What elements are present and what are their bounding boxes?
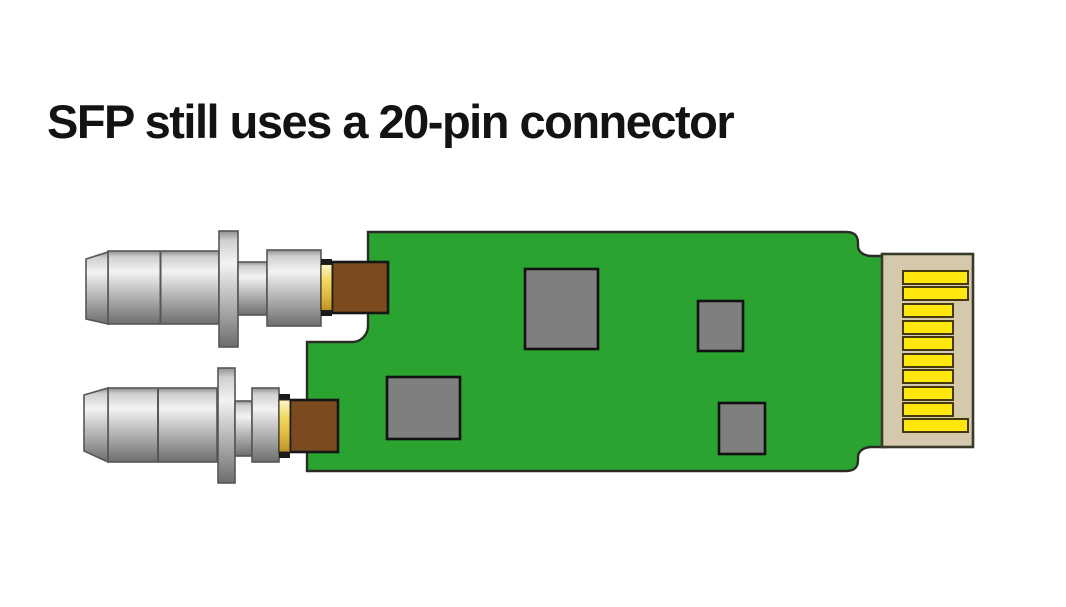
barrel-neck [237,261,268,316]
barrel-nose [83,386,109,464]
gold-pin-5 [902,336,954,351]
barrel-body [107,387,218,463]
mount-block-top [330,260,390,315]
mount-block-bottom [288,398,340,454]
gold-ring-cap-bottom [321,310,332,316]
gold-pin-4 [902,320,954,335]
barrel-collar [266,249,322,327]
chip-mid-left [385,375,462,441]
chip-group [385,267,767,456]
optical-barrel-top [85,230,333,348]
mounting-flange [217,367,236,484]
gold-ring [320,264,333,311]
chip-bottom-right [717,401,767,456]
gold-ring-cap-top [279,394,290,400]
gold-pin-7 [902,369,954,384]
gold-ring [278,399,291,453]
barrel-collar [251,387,280,463]
gold-pin-9 [902,402,954,417]
gold-pin-8 [902,386,954,401]
mounting-flange [218,230,239,348]
gold-ring-cap-top [321,259,332,265]
pin-group [902,270,969,433]
gold-pin-10 [902,418,969,433]
optical-barrel-bottom [83,367,291,484]
barrel-nose [85,250,109,326]
chip-top-right [696,299,745,353]
gold-ring-cap-bottom [279,452,290,458]
gold-pin-3 [902,303,954,318]
barrel-neck [234,400,253,457]
gold-pin-2 [902,286,969,301]
gold-pin-6 [902,353,954,368]
page-title: SFP still uses a 20-pin connector [47,95,735,148]
gold-pin-1 [902,270,969,285]
chip-large-center [523,267,600,351]
barrel-body [107,250,220,325]
